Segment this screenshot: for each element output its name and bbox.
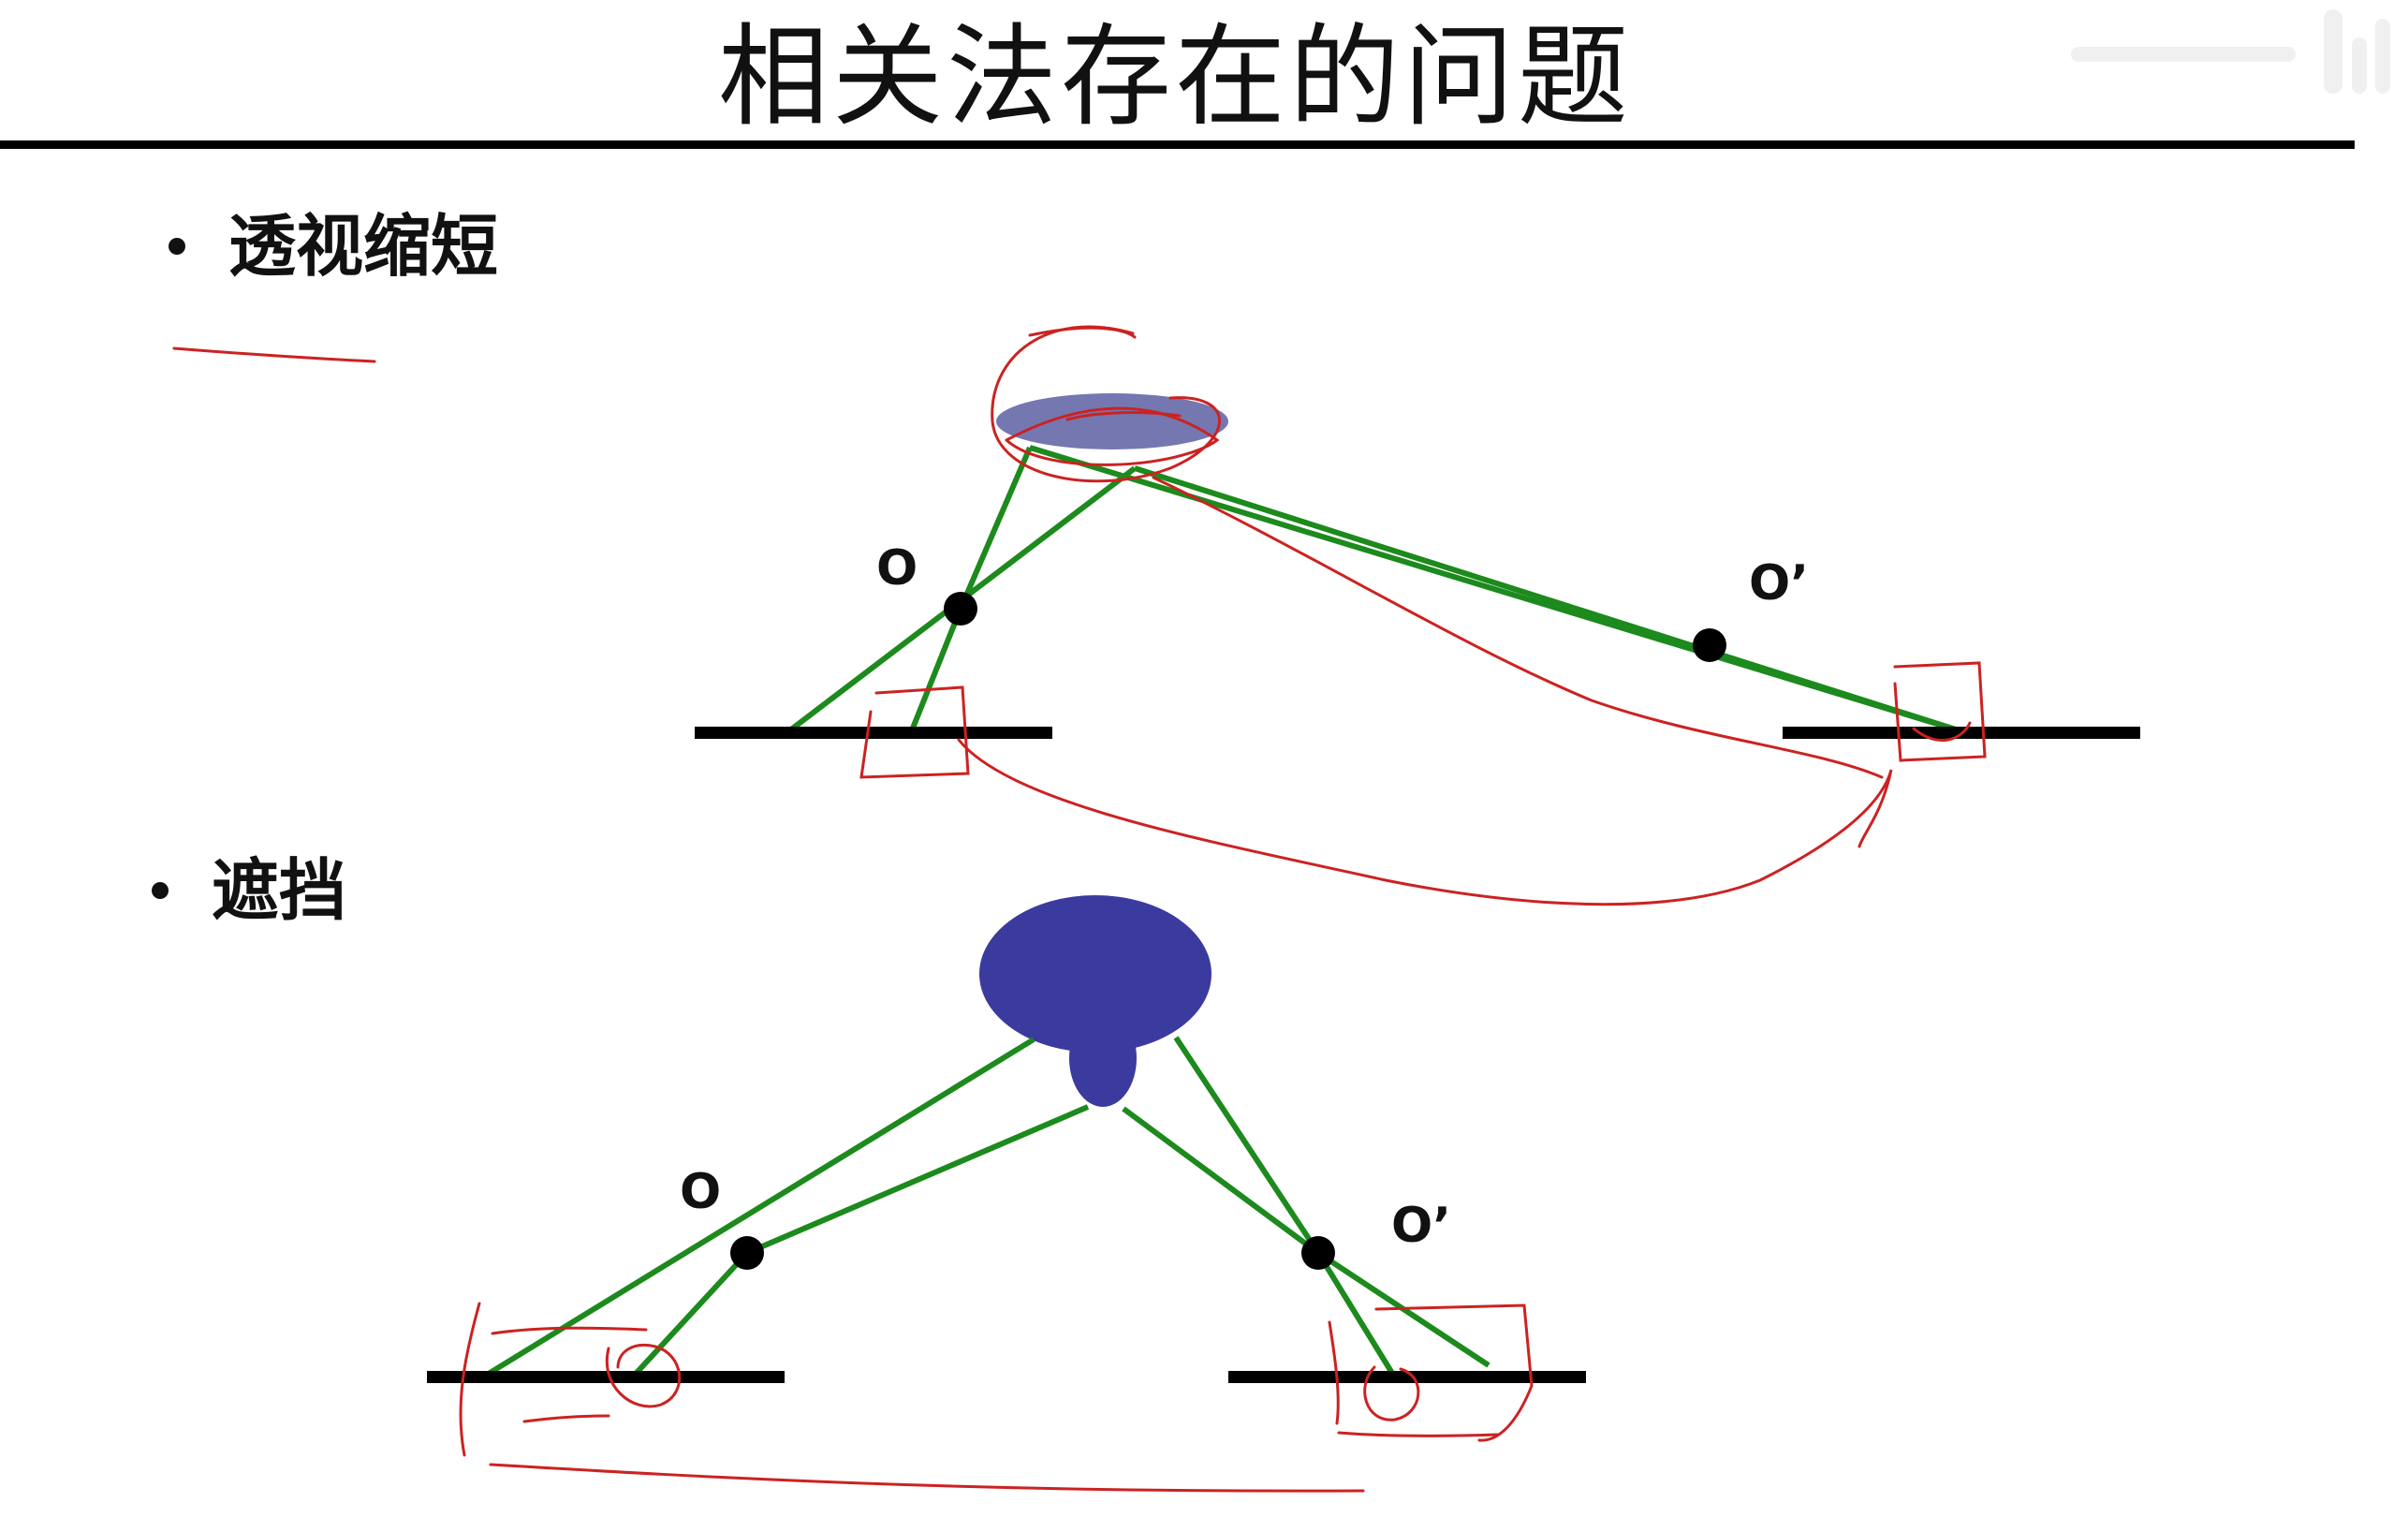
slide-title: 相关法存在的问题 xyxy=(717,12,1632,141)
foreshortening-diagram: O O’ xyxy=(695,393,2140,739)
bilibili-watermark-icon xyxy=(2071,9,2390,94)
annotation-box xyxy=(859,685,970,779)
occluded-object xyxy=(1069,1009,1137,1107)
bullet-foreshortening: 透视缩短 xyxy=(169,204,498,288)
ray xyxy=(485,1037,1035,1377)
annotation-stroke xyxy=(1337,1431,1500,1437)
ray xyxy=(1315,1251,1396,1377)
left-image-plane xyxy=(695,727,1052,739)
annotation-thin-curve xyxy=(1152,476,1884,779)
annotation-stroke xyxy=(1005,406,1220,466)
annotation-underline xyxy=(489,1463,1365,1493)
bullet-text: 透视缩短 xyxy=(228,207,499,286)
bullet-text: 遮挡 xyxy=(212,851,347,930)
bullet-dot-icon xyxy=(152,882,169,899)
projection-rays xyxy=(485,1036,1490,1377)
annotation-zero xyxy=(605,1344,682,1408)
tilted-surface-object xyxy=(996,393,1228,449)
ray xyxy=(745,1104,1090,1256)
ray xyxy=(1134,465,1960,733)
title-divider xyxy=(0,140,2355,149)
ray xyxy=(1173,1036,1321,1255)
annotation-box xyxy=(1374,1303,1534,1442)
left-camera-label: O xyxy=(680,1164,721,1220)
annotation-zero xyxy=(1363,1365,1420,1421)
occluding-object xyxy=(979,895,1211,1053)
annotation-stroke xyxy=(1028,326,1137,339)
ray xyxy=(632,1250,750,1377)
annotation-underline xyxy=(172,346,376,363)
right-camera-label: O’ xyxy=(1749,555,1809,611)
annotation-stroke xyxy=(1912,721,1972,743)
annotation-circle xyxy=(991,325,1221,483)
left-camera-label: O xyxy=(876,540,918,596)
right-camera-label: O’ xyxy=(1391,1198,1451,1254)
left-camera-center xyxy=(944,592,977,626)
left-image-plane xyxy=(427,1371,785,1383)
ray xyxy=(909,607,963,732)
bullet-occlusion: 遮挡 xyxy=(152,848,346,933)
ray xyxy=(1122,1106,1320,1256)
occlusion-diagram: O O’ xyxy=(427,895,1586,1383)
annotation-stroke xyxy=(522,1414,610,1423)
annotation-arc xyxy=(957,738,1893,906)
left-camera-center xyxy=(730,1236,764,1270)
annotation-stroke xyxy=(491,1326,648,1335)
annotation-box xyxy=(1893,661,1987,762)
annotation-stroke xyxy=(1065,411,1182,421)
annotation-one xyxy=(1328,1320,1340,1425)
right-camera-center xyxy=(1301,1236,1335,1270)
annotation-bracket xyxy=(459,1302,481,1457)
ray xyxy=(958,446,1033,611)
handwritten-annotations xyxy=(172,325,1987,1493)
right-image-plane xyxy=(1228,1371,1586,1383)
right-camera-center xyxy=(1693,628,1726,662)
bullet-dot-icon xyxy=(169,238,185,255)
